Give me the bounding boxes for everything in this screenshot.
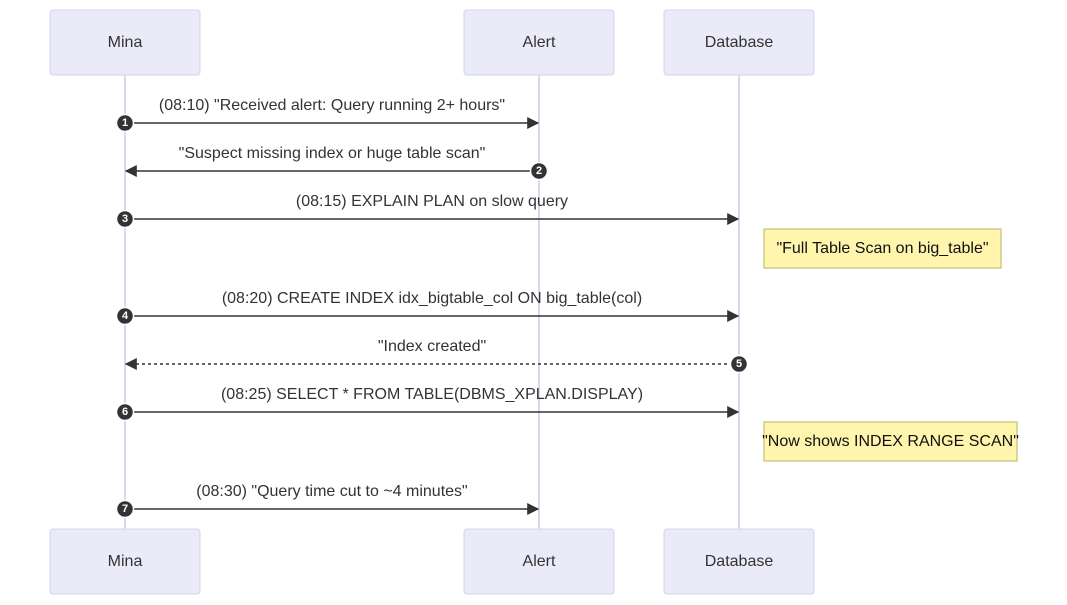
- message-label: (08:20) CREATE INDEX idx_bigtable_col ON…: [222, 290, 642, 307]
- actor-mina-top: Mina: [49, 9, 201, 76]
- actor-box: [463, 9, 615, 76]
- sequence-number-badge: 6: [115, 402, 135, 422]
- message-5: "Index created" 5: [124, 338, 749, 374]
- note-1: "Full Table Scan on big_table": [763, 228, 1002, 269]
- note-text: "Now shows INDEX RANGE SCAN": [762, 433, 1019, 450]
- note-box: [763, 421, 1018, 462]
- sequence-number: 2: [536, 165, 542, 177]
- sequence-number-circle: [115, 402, 135, 422]
- sequence-number: 5: [736, 358, 742, 370]
- actor-mina-bottom: Mina: [49, 528, 201, 595]
- message-label: (08:25) SELECT * FROM TABLE(DBMS_XPLAN.D…: [221, 386, 643, 403]
- sequence-number-badge: 7: [115, 499, 135, 519]
- message-1: (08:10) "Received alert: Query running 2…: [115, 97, 540, 133]
- message-4: (08:20) CREATE INDEX idx_bigtable_col ON…: [115, 290, 740, 326]
- message-7: (08:30) "Query time cut to ~4 minutes" 7: [115, 483, 540, 519]
- actor-database-top: Database: [663, 9, 815, 76]
- sequence-number-circle: [729, 354, 749, 374]
- sequence-number-circle: [115, 113, 135, 133]
- actor-database-bottom: Database: [663, 528, 815, 595]
- message-label: (08:10) "Received alert: Query running 2…: [159, 97, 505, 114]
- message-3: (08:15) EXPLAIN PLAN on slow query 3: [115, 193, 740, 229]
- message-6: (08:25) SELECT * FROM TABLE(DBMS_XPLAN.D…: [115, 386, 740, 422]
- sequence-number-circle: [529, 161, 549, 181]
- message-label: (08:30) "Query time cut to ~4 minutes": [196, 483, 467, 500]
- note-2: "Now shows INDEX RANGE SCAN": [762, 421, 1019, 462]
- message-label: (08:15) EXPLAIN PLAN on slow query: [296, 193, 568, 210]
- actor-box: [49, 9, 201, 76]
- sequence-number-badge: 3: [115, 209, 135, 229]
- actor-box: [663, 528, 815, 595]
- actor-label: Database: [705, 553, 774, 570]
- note-text: "Full Table Scan on big_table": [776, 240, 988, 257]
- sequence-number: 7: [122, 503, 128, 515]
- sequence-number-circle: [115, 499, 135, 519]
- sequence-number: 4: [122, 310, 129, 322]
- sequence-number: 6: [122, 406, 128, 418]
- actor-alert-top: Alert: [463, 9, 615, 76]
- message-label: "Index created": [378, 338, 486, 355]
- note-box: [763, 228, 1002, 269]
- actor-label: Alert: [523, 553, 556, 570]
- actor-label: Alert: [523, 34, 556, 51]
- sequence-number: 3: [122, 213, 128, 225]
- message-label: "Suspect missing index or huge table sca…: [179, 145, 486, 162]
- actor-label: Mina: [108, 553, 143, 570]
- actor-label: Mina: [108, 34, 143, 51]
- actor-box: [49, 528, 201, 595]
- sequence-number-badge: 4: [115, 306, 135, 326]
- message-2: "Suspect missing index or huge table sca…: [124, 145, 549, 181]
- sequence-number-badge: 2: [529, 161, 549, 181]
- actor-alert-bottom: Alert: [463, 528, 615, 595]
- sequence-number: 1: [122, 117, 128, 129]
- actor-box: [663, 9, 815, 76]
- actor-box: [463, 528, 615, 595]
- sequence-number-badge: 5: [729, 354, 749, 374]
- sequence-number-circle: [115, 209, 135, 229]
- sequence-number-circle: [115, 306, 135, 326]
- actor-label: Database: [705, 34, 774, 51]
- sequence-number-badge: 1: [115, 113, 135, 133]
